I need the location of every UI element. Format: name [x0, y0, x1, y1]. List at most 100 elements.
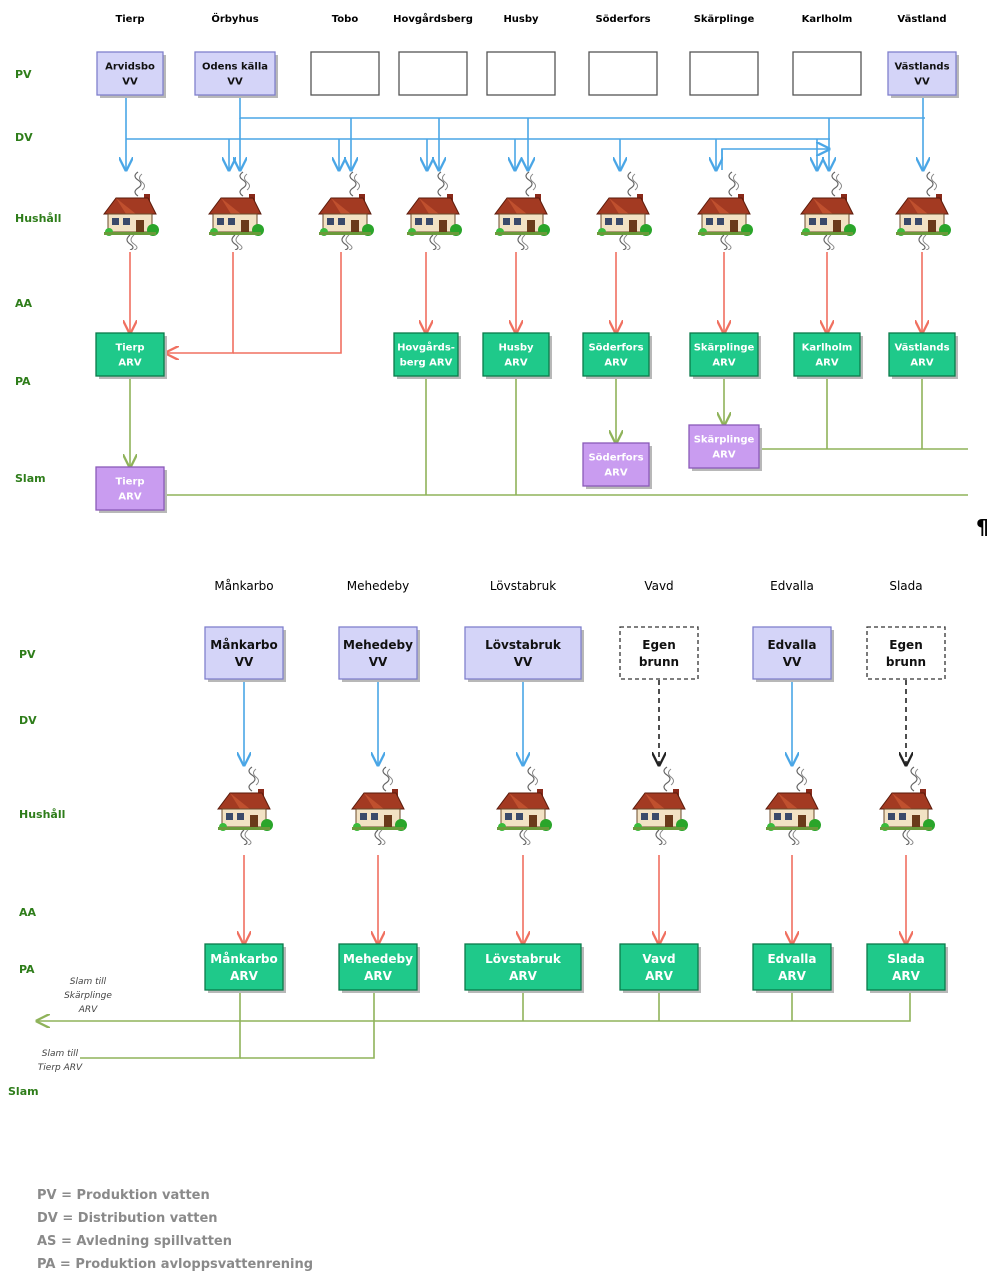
household-house — [632, 766, 689, 845]
village-name: Hovgårdsberg — [393, 12, 473, 25]
pv-box — [310, 51, 380, 96]
sludge-line — [37, 992, 911, 1021]
pv-box-label: Odens källa — [202, 62, 268, 73]
village-name: Slada — [889, 579, 922, 593]
arv-box-label: ARV — [364, 969, 393, 983]
sludge-note: Skärplinge — [64, 991, 112, 1001]
arv-box-label: ARV — [892, 969, 921, 983]
household-house — [879, 766, 936, 845]
own-well-box — [619, 626, 699, 680]
sludge-box — [95, 466, 165, 511]
row-label-slam: Slam — [8, 1085, 39, 1098]
legend-item-pa: PA = Produktion avloppsvattenrening — [37, 1257, 314, 1272]
pv-box — [398, 51, 468, 96]
pv-box-label: VV — [914, 77, 930, 88]
arv-box — [866, 943, 946, 991]
pv-box-label: Arvidsbo — [105, 62, 155, 73]
village-name: Husby — [503, 14, 539, 25]
sludge-box-label: Söderfors — [588, 453, 643, 464]
sludge-line — [240, 992, 375, 1059]
arv-box — [619, 943, 699, 991]
household-house — [800, 171, 857, 250]
sludge-box — [582, 442, 650, 487]
arv-box — [482, 332, 550, 377]
village-name: Örbyhus — [211, 11, 258, 25]
pv-box — [792, 51, 862, 96]
row-label-pv: PV — [15, 68, 32, 81]
pv-box-label: VV — [514, 655, 533, 669]
village-name: Vavd — [644, 579, 673, 593]
village-name: Tierp — [115, 14, 144, 25]
village-name: Månkarbo — [214, 579, 273, 593]
arv-box — [464, 943, 582, 991]
household-house — [596, 171, 653, 250]
arv-box-label: Månkarbo — [210, 952, 277, 966]
arv-box-label: Söderfors — [588, 343, 643, 354]
arv-box-label: Karlholm — [802, 343, 853, 354]
pv-box-label: VV — [783, 655, 802, 669]
arv-box — [689, 332, 759, 377]
legend-item-dv: DV = Distribution vatten — [37, 1211, 218, 1226]
wastewater-arrow — [166, 252, 234, 353]
row-label-slam: Slam — [15, 472, 46, 485]
own-well-box-label: brunn — [639, 655, 679, 669]
own-well-box-label: Egen — [642, 638, 675, 652]
arv-box-label: Hovgårds- — [397, 341, 455, 354]
household-house — [895, 171, 952, 250]
village-name: Mehedeby — [347, 579, 409, 593]
pv-box-label: VV — [235, 655, 254, 669]
pv-box-label: Lövstabruk — [485, 638, 562, 652]
arv-box-label: ARV — [815, 358, 838, 369]
pv-box — [194, 51, 276, 96]
arv-box-label: ARV — [712, 358, 735, 369]
sludge-note: Slam till — [42, 1049, 79, 1059]
pv-box — [204, 626, 284, 680]
village-name: Tobo — [332, 14, 359, 25]
sludge-box-label: Skärplinge — [694, 435, 755, 446]
arv-box-label: Skärplinge — [694, 343, 755, 354]
arv-box-label: Vavd — [642, 952, 675, 966]
pv-box — [588, 51, 658, 96]
arv-box — [204, 943, 284, 991]
pv-box-label: VV — [369, 655, 388, 669]
village-name: Lövstabruk — [490, 579, 556, 593]
pv-box — [464, 626, 582, 680]
pv-box-label: VV — [122, 77, 138, 88]
arv-box — [793, 332, 861, 377]
row-label-aa: AA — [15, 297, 33, 310]
pv-box-label: Västlands — [894, 62, 949, 73]
pv-box — [752, 626, 832, 680]
row-label-aa: AA — [19, 906, 37, 919]
arv-box — [338, 943, 418, 991]
household-house — [217, 766, 274, 845]
pv-box — [96, 51, 164, 96]
village-name: Skärplinge — [694, 14, 755, 25]
distribution-line — [721, 149, 829, 170]
sludge-box-label: ARV — [604, 468, 627, 479]
legend: PV = Produktion vatten DV = Distribution… — [37, 1184, 313, 1276]
sludge-box — [688, 424, 760, 469]
village-name: Västland — [897, 14, 946, 25]
arv-box-label: ARV — [778, 969, 807, 983]
village-name: Söderfors — [595, 14, 650, 25]
legend-item-as: AS = Avledning spillvatten — [37, 1234, 232, 1249]
arv-box-label: Tierp — [115, 343, 144, 354]
pv-box — [689, 51, 759, 96]
own-well-box-label: Egen — [889, 638, 922, 652]
household-house — [494, 171, 551, 250]
household-house — [208, 171, 265, 250]
row-label-dv: DV — [19, 714, 37, 727]
arv-box-label: ARV — [910, 358, 933, 369]
pv-box-label: Månkarbo — [210, 638, 277, 652]
arv-box-label: ARV — [504, 358, 527, 369]
own-well-box — [866, 626, 946, 680]
row-label-dv: DV — [15, 131, 33, 144]
arv-box — [888, 332, 956, 377]
household-house — [765, 766, 822, 845]
arv-box-label: Husby — [498, 343, 534, 354]
sludge-box-label: ARV — [118, 492, 141, 503]
arv-box-label: ARV — [604, 358, 627, 369]
pilcrow-mark: ¶ — [976, 515, 988, 539]
household-house — [103, 171, 160, 250]
